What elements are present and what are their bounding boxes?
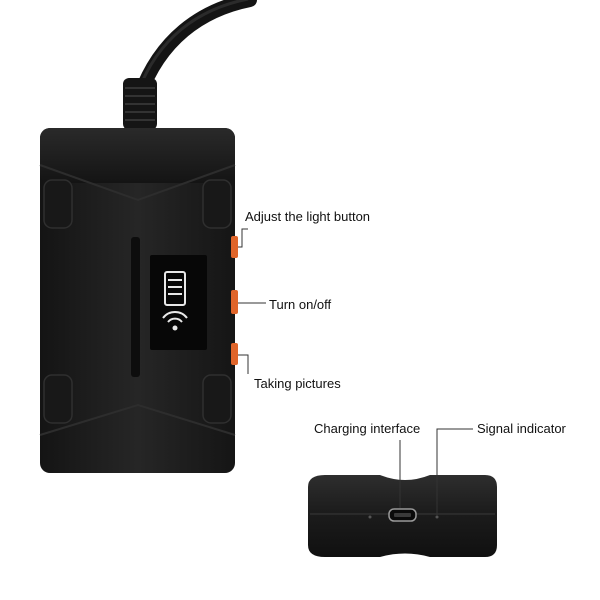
signal-indicator-led [435, 515, 439, 519]
callout-lines-bottom [399, 428, 473, 515]
capture-button[interactable] [231, 343, 238, 365]
side-buttons [231, 236, 238, 365]
main-device [39, 128, 236, 473]
strain-relief [123, 78, 157, 130]
label-turn-on-off: Turn on/off [269, 297, 332, 312]
end-view-device [308, 475, 497, 557]
label-charging-interface: Charging interface [314, 421, 421, 436]
label-adjust-light-button: Adjust the light button [245, 209, 371, 224]
adjust-light-button[interactable] [231, 236, 238, 258]
label-taking-pictures: Taking pictures [254, 376, 341, 391]
cable [133, 0, 257, 102]
label-signal-indicator: Signal indicator [477, 421, 566, 436]
wifi-signal-device-icon [162, 271, 188, 331]
callout-lines-side [238, 228, 266, 374]
power-button[interactable] [231, 290, 238, 314]
